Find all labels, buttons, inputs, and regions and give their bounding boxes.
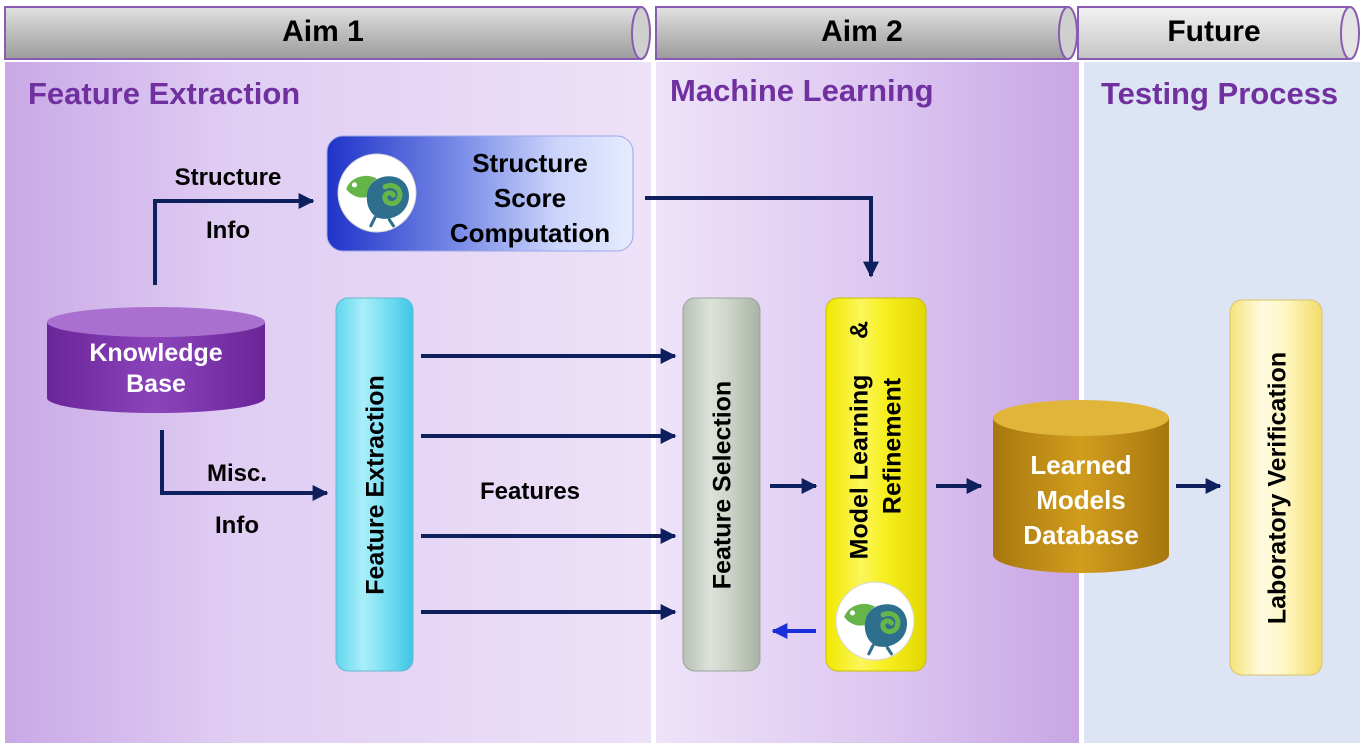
machine-learning-section-title: Machine Learning bbox=[670, 73, 934, 108]
model-learning-box bbox=[825, 297, 927, 672]
features-label: Features bbox=[479, 478, 581, 505]
future-header bbox=[1077, 6, 1360, 60]
learned-models-line1: Learned bbox=[1030, 450, 1132, 480]
feature-extraction-section-title: Feature Extraction bbox=[28, 76, 301, 111]
model-learning-label-line2: Refinement bbox=[878, 377, 907, 515]
testing-process-section-title: Testing Process bbox=[1101, 76, 1339, 111]
knowledge-base-line1: Knowledge bbox=[89, 339, 223, 367]
feature-selection-box bbox=[682, 297, 761, 672]
chameleon-icon bbox=[836, 582, 914, 660]
feature-extraction-box bbox=[335, 297, 414, 672]
learned-models-line3: Database bbox=[1023, 520, 1139, 550]
misc-info-label-line1: Misc. bbox=[206, 460, 268, 487]
feature-extraction-label: Feature Extraction bbox=[361, 375, 390, 595]
structure-info-label-line2: Info bbox=[206, 217, 250, 244]
future-header-label: Future bbox=[1167, 15, 1261, 48]
feature-selection-label: Feature Selection bbox=[708, 380, 737, 590]
knowledge-base-label: Knowledge Base bbox=[47, 338, 265, 400]
knowledge-base-line2: Base bbox=[126, 370, 186, 398]
misc-info-label-line2: Info bbox=[215, 512, 259, 539]
model-learning-label-line1: Model Learning bbox=[845, 374, 874, 560]
lab-verification-label: Laboratory Verification bbox=[1263, 351, 1292, 625]
chameleon-icon bbox=[338, 154, 416, 232]
structure-score-line1: Structure bbox=[472, 148, 588, 178]
structure-score-line3: Computation bbox=[449, 218, 611, 248]
learned-models-line2: Models bbox=[1036, 485, 1126, 515]
aim1-header bbox=[4, 6, 651, 60]
aim1-header-label: Aim 1 bbox=[282, 15, 364, 48]
arrow-structure-to-model bbox=[645, 196, 879, 278]
flow-arrows bbox=[153, 193, 1222, 620]
arrow-kb-to-structure bbox=[153, 193, 315, 285]
structure-score-line2: Score bbox=[493, 183, 567, 213]
learned-models-label: Learned Models Database bbox=[993, 448, 1169, 553]
learned-models-database bbox=[993, 400, 1169, 573]
model-learning-ampersand: & bbox=[845, 320, 874, 340]
aim2-header-label: Aim 2 bbox=[821, 15, 903, 48]
structure-info-label-line1: Structure bbox=[174, 164, 282, 191]
lab-verification-box bbox=[1229, 299, 1323, 676]
knowledge-base-database bbox=[47, 307, 265, 413]
arrow-kb-to-feature-extraction bbox=[160, 430, 329, 501]
structure-score-label: Structure Score Computation bbox=[430, 146, 630, 251]
